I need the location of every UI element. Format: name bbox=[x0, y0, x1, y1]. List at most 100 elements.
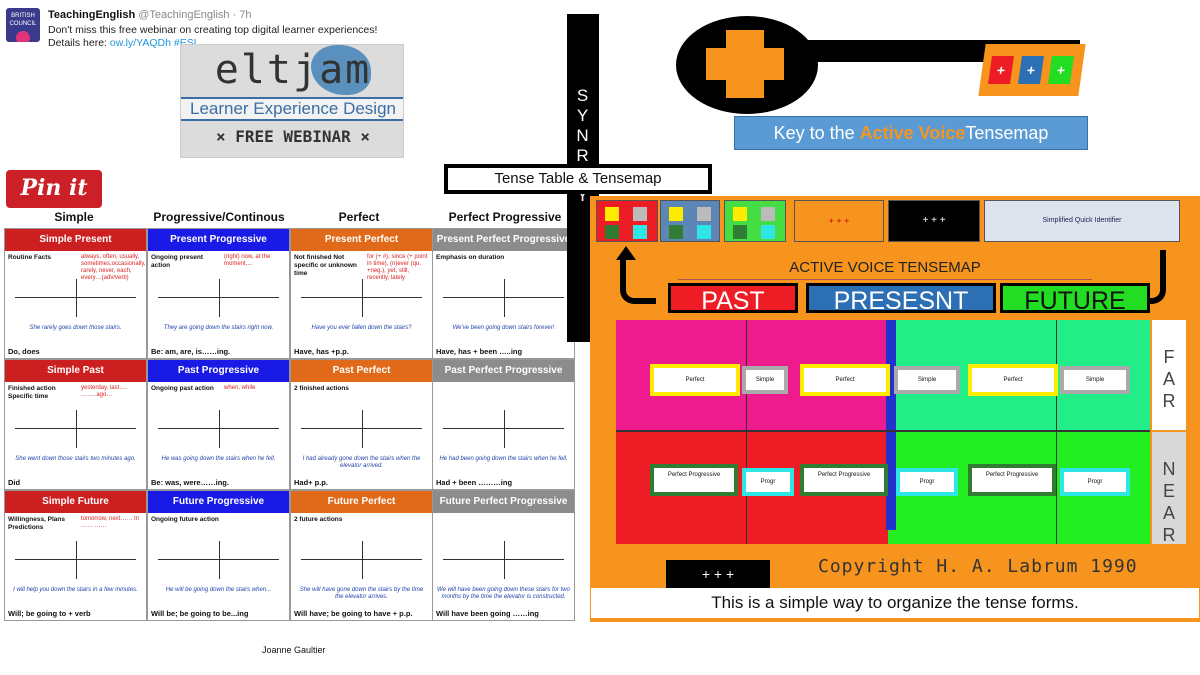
cell-title: Past Perfect Progressive bbox=[433, 360, 574, 382]
now-marker bbox=[76, 410, 77, 448]
author-name[interactable]: TeachingEnglish bbox=[48, 9, 135, 21]
cell-title: Present Perfect bbox=[291, 229, 432, 251]
cell-title: Future Perfect bbox=[291, 491, 432, 513]
webinar-banner[interactable]: eltjam Learner Experience Design × FREE … bbox=[180, 44, 404, 158]
cell-form: Will; be going to + verb bbox=[8, 609, 91, 618]
plus-box: + + + bbox=[666, 560, 770, 588]
cell-markers: yesterday, last…. ……..ago… bbox=[81, 385, 143, 399]
now-marker bbox=[219, 279, 220, 317]
cell-example: They are going down the stairs right now… bbox=[152, 325, 285, 332]
cell-usage: Not finished Not specific or unknown tim… bbox=[294, 254, 364, 278]
now-marker bbox=[504, 541, 505, 579]
box-perfect-progressive: Perfect Progressive bbox=[800, 464, 888, 496]
british-council-logo: BRITISH COUNCIL bbox=[6, 8, 40, 42]
far-letter: R bbox=[1152, 390, 1186, 412]
cell-usage: Ongoing past action bbox=[151, 385, 221, 393]
banner-subtitle: × FREE WEBINAR × bbox=[181, 127, 404, 146]
pin-it-button[interactable]: Pin it bbox=[6, 170, 102, 208]
cell-markers: (right) now, at the moment,... bbox=[224, 254, 286, 268]
plus-green: + bbox=[1048, 56, 1074, 84]
divider bbox=[746, 320, 747, 544]
mini-map-green bbox=[724, 200, 786, 242]
copyright: Copyright H. A. Labrum 1990 bbox=[818, 556, 1138, 577]
cell-form: Be: was, were……ing. bbox=[151, 478, 229, 487]
arrow-left bbox=[620, 260, 656, 304]
divider bbox=[616, 430, 1150, 432]
synergy-letter: N bbox=[567, 126, 599, 146]
now-marker bbox=[219, 541, 220, 579]
cell-usage: Ongoing future action bbox=[151, 516, 221, 524]
key-bit: + + + bbox=[978, 44, 1085, 96]
tweet-author[interactable]: TeachingEnglish @TeachingEnglish · 7h bbox=[48, 9, 252, 21]
cell-usage: Ongoing present action bbox=[151, 254, 221, 270]
box-perfect-progressive: Perfect Progressive bbox=[650, 464, 738, 496]
cell-form: Be: am, are, is……ing. bbox=[151, 347, 230, 356]
near-letter: A bbox=[1152, 502, 1186, 524]
cell-example: I had already gone down the stairs when … bbox=[295, 456, 428, 470]
box-perfect-progressive: Perfect Progressive bbox=[968, 464, 1056, 496]
box-simple: Simple bbox=[894, 366, 960, 394]
cell-form: Will have; be going to have + p.p. bbox=[294, 609, 413, 618]
box-perfect: Perfect bbox=[650, 364, 740, 396]
author-credit: Joanne Gaultier bbox=[262, 645, 326, 655]
cell-markers: for (+ #), since (+ point in time), (n)e… bbox=[367, 254, 429, 282]
key-label-active: Active Voice bbox=[860, 123, 966, 143]
cell-form: Had + been ………ing bbox=[436, 478, 512, 487]
arrow-head-icon bbox=[616, 246, 636, 260]
cell-form: Had+ p.p. bbox=[294, 478, 328, 487]
cell-title: Present Progressive bbox=[148, 229, 289, 251]
synergy-label-box: Tense Table & Tensemap bbox=[444, 164, 712, 194]
cell-usage: Finished action Specific time bbox=[8, 385, 78, 401]
cell-example: She went down those stairs two minutes a… bbox=[9, 456, 142, 463]
plus-red: + bbox=[988, 56, 1014, 84]
present-line bbox=[886, 320, 896, 530]
plus-icon-bar bbox=[706, 48, 784, 80]
key-label-post: Tensemap bbox=[965, 123, 1048, 143]
col-header-progressive: Progressive/Continous bbox=[146, 210, 292, 224]
cell-title: Past Perfect bbox=[291, 360, 432, 382]
now-marker bbox=[76, 541, 77, 579]
time-past: PAST bbox=[668, 283, 798, 313]
cell-title: Simple Future bbox=[5, 491, 146, 513]
key-label-pre: Key to the bbox=[774, 123, 860, 143]
cell-example: He had been going down the stairs when h… bbox=[437, 456, 570, 463]
mini-plus-orange: + + + bbox=[794, 200, 884, 242]
synergy-label: Tense Table & Tensemap bbox=[448, 168, 708, 190]
cell-form: Have, has +p.p. bbox=[294, 347, 349, 356]
cell-title: Simple Present bbox=[5, 229, 146, 251]
cell-example: We've been going down stairs forever! bbox=[437, 325, 570, 332]
synergy-letter: S bbox=[567, 86, 599, 106]
divider bbox=[1056, 320, 1057, 544]
cell-title: Future Perfect Progressive bbox=[433, 491, 574, 513]
col-header-perfect: Perfect bbox=[289, 210, 429, 224]
tense-cell: Past ProgressiveOngoing past actionwhen,… bbox=[147, 359, 290, 490]
far-letter: F bbox=[1152, 346, 1186, 368]
cell-example: She will have gone down the stairs by th… bbox=[295, 587, 428, 601]
cell-title: Simple Past bbox=[5, 360, 146, 382]
box-perfect: Perfect bbox=[968, 364, 1058, 396]
cell-example: She rarely goes down those stairs. bbox=[9, 325, 142, 332]
banner-brand: eltjam bbox=[181, 47, 404, 93]
box-simple: Simple bbox=[742, 366, 788, 394]
cell-example: He will be going down the stairs when... bbox=[152, 587, 285, 594]
mini-map-blue bbox=[660, 200, 720, 242]
cell-markers: tomorrow, next…… In …… …… bbox=[81, 516, 143, 530]
author-handle: @TeachingEnglish · 7h bbox=[138, 9, 251, 21]
now-marker bbox=[504, 279, 505, 317]
cell-usage: 2 future actions bbox=[294, 516, 364, 524]
synergy-letter: Y bbox=[567, 106, 599, 126]
cell-example: Have you ever fallen down the stairs? bbox=[295, 325, 428, 332]
cell-title: Future Progressive bbox=[148, 491, 289, 513]
box-perfect: Perfect bbox=[800, 364, 890, 396]
tensemap-title: ACTIVE VOICE TENSEMAP bbox=[678, 256, 1092, 280]
near-letter: N bbox=[1152, 458, 1186, 480]
box-simple: Simple bbox=[1060, 366, 1130, 394]
col-header-simple: Simple bbox=[4, 210, 144, 224]
cell-example: I will help you down the stairs in a few… bbox=[9, 587, 142, 594]
cell-form: Will be; be going to be...ing bbox=[151, 609, 248, 618]
